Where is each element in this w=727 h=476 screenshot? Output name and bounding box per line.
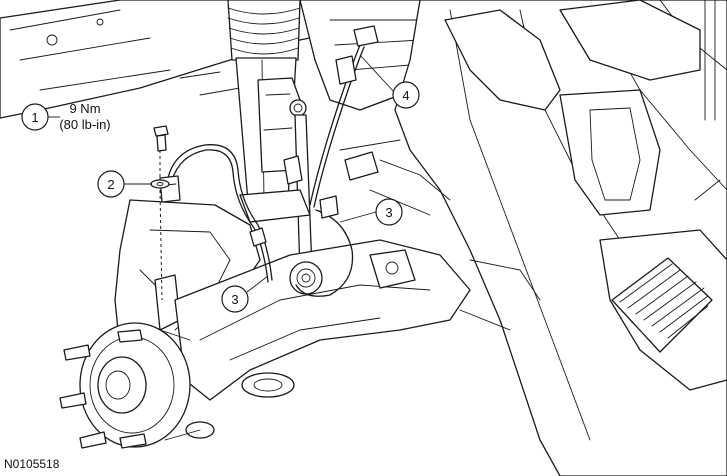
callout-1: 1: [21, 103, 49, 131]
callout-1-number: 1: [31, 110, 38, 125]
callout-2: 2: [97, 170, 125, 198]
callout-3-upper: 3: [375, 198, 403, 226]
torque-imperial: (80 lb-in): [59, 117, 110, 132]
torque-metric: 9 Nm: [69, 101, 100, 116]
washer: [150, 179, 170, 189]
figure-id: N0105518: [4, 457, 60, 471]
ball-joint: [289, 261, 323, 295]
callout-3-lower-number: 3: [231, 292, 238, 307]
arm-bushing: [369, 249, 416, 289]
callout-leaders: [48, 54, 395, 293]
strut-assembly: [227, 0, 313, 273]
callout-3-upper-number: 3: [385, 205, 392, 220]
torque-spec: 9 Nm (80 lb-in): [59, 101, 110, 132]
wheel-hub: [59, 322, 201, 449]
callout-2-number: 2: [107, 177, 114, 192]
wheel-studs: [59, 329, 147, 449]
callout-3-lower: 3: [221, 285, 249, 313]
callout-4-number: 4: [402, 88, 409, 103]
sensor-bolt: [153, 125, 169, 152]
install-axis-line: [159, 150, 163, 301]
vent-grille: [611, 257, 713, 353]
callout-4: 4: [392, 81, 420, 109]
sensor-harness: [167, 25, 379, 297]
